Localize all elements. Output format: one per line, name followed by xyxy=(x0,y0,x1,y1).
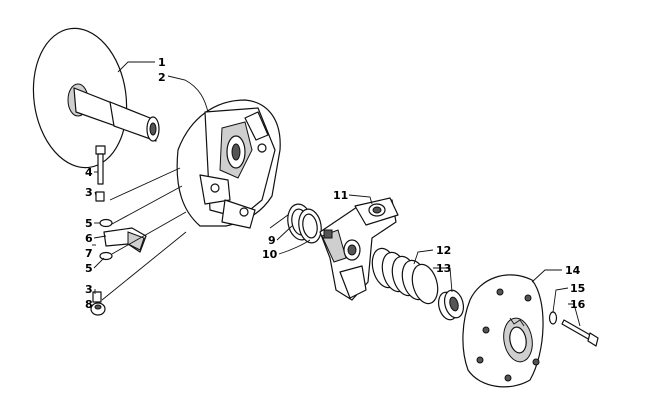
callout-3-lower: 3 xyxy=(85,283,93,296)
callout-6: 6 xyxy=(85,232,93,245)
callout-15: 15 xyxy=(570,282,585,295)
callout-4: 4 xyxy=(85,166,93,179)
callout-11: 11 xyxy=(333,189,348,202)
callout-labels: 1 2 4 3 5 6 7 5 3 8 9 10 11 12 13 14 15 … xyxy=(85,56,586,311)
callout-10: 10 xyxy=(262,248,278,261)
spider-part-11 xyxy=(319,197,399,301)
bushing-part-13 xyxy=(437,289,465,321)
arm-part-6 xyxy=(103,227,147,253)
callout-16: 16 xyxy=(570,298,586,311)
washer-part-5-lower xyxy=(99,251,113,261)
callout-2: 2 xyxy=(158,71,166,84)
washer-part-15 xyxy=(548,311,558,325)
movable-sheave-part xyxy=(176,99,281,229)
callout-13: 13 xyxy=(436,262,451,275)
callout-14: 14 xyxy=(565,264,581,277)
callout-8: 8 xyxy=(85,298,93,311)
cover-plate-part-14 xyxy=(462,274,544,388)
cap-nut-part-8 xyxy=(90,302,106,316)
washer-part-5-upper xyxy=(99,218,113,228)
nut-part-3-lower xyxy=(92,291,102,303)
fixed-sheave-part xyxy=(32,27,160,169)
bolt-part-4 xyxy=(95,145,106,185)
callout-9: 9 xyxy=(268,234,276,247)
callout-3-upper: 3 xyxy=(85,186,93,199)
callout-5-lower: 5 xyxy=(85,262,93,275)
callout-7: 7 xyxy=(85,247,93,260)
callout-12: 12 xyxy=(436,244,451,257)
callout-5-upper: 5 xyxy=(85,217,93,230)
callout-1: 1 xyxy=(158,56,166,69)
nut-part-3-upper xyxy=(95,191,105,202)
ring-part-9-10 xyxy=(287,203,322,244)
spring-part-12 xyxy=(371,247,439,305)
bolt-part-16 xyxy=(561,319,599,347)
leader-lines xyxy=(89,61,581,327)
